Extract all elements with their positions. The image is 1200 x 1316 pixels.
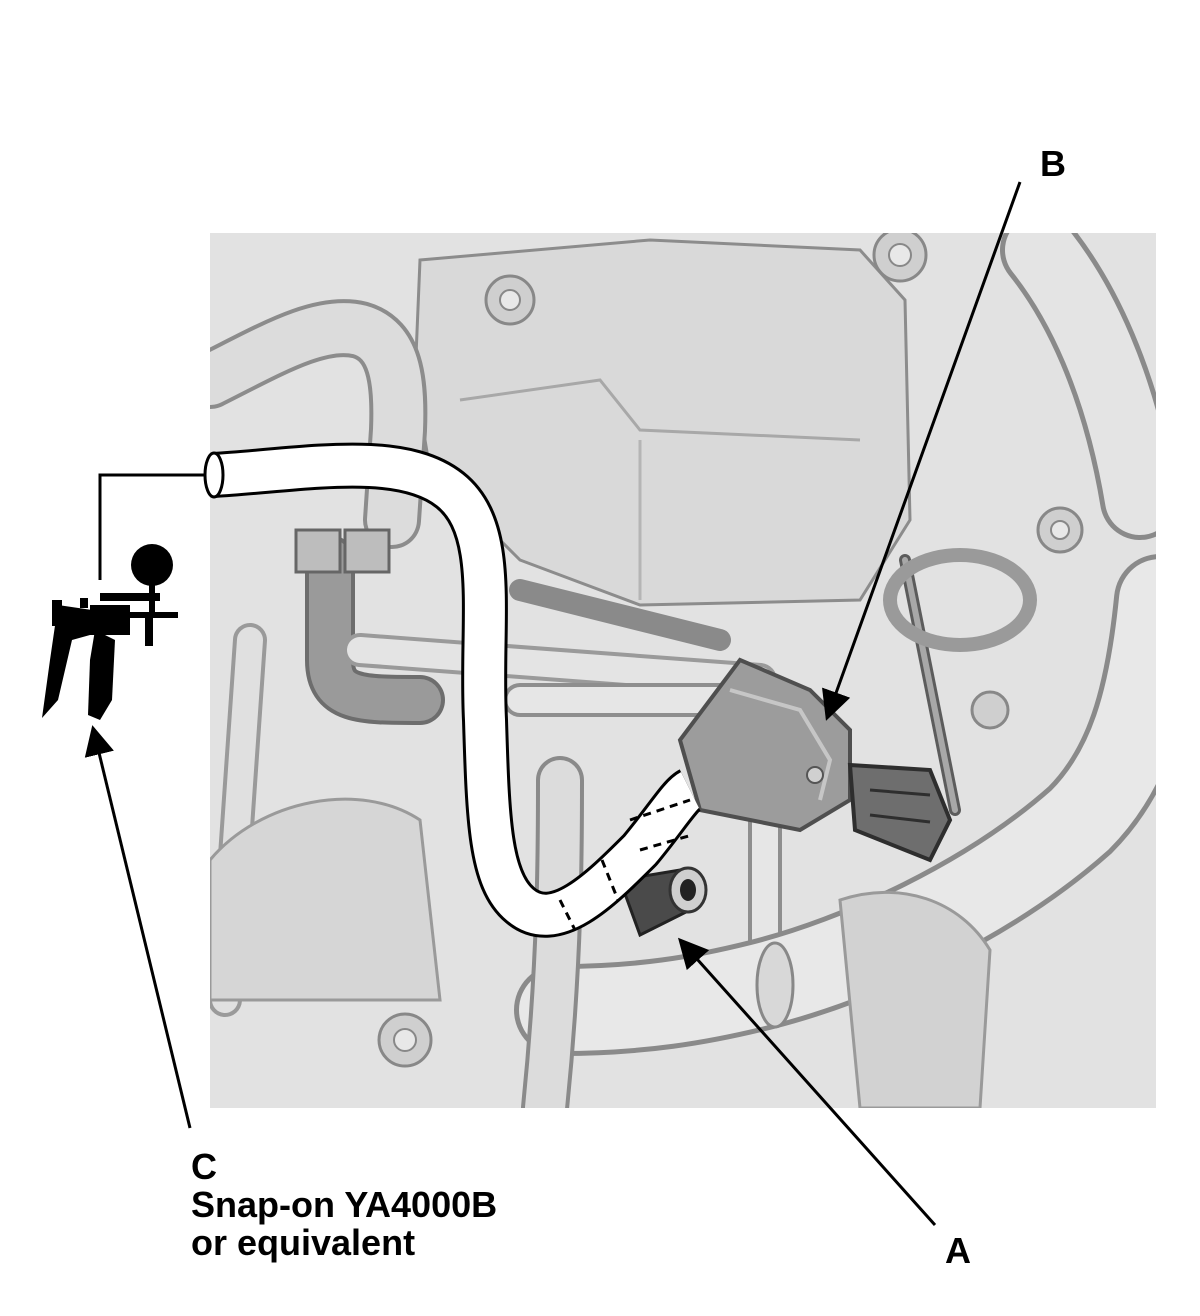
fuel-rail	[347, 637, 773, 693]
hose-hidden-outline	[639, 833, 693, 852]
pump-connection-line	[98, 473, 205, 580]
engine-bay-illustration	[210, 233, 1156, 1108]
coolant-pipe-upper	[210, 303, 424, 545]
hose-hidden-outline	[629, 798, 691, 822]
bolt	[872, 233, 928, 283]
hose-hidden-outline	[600, 859, 620, 901]
vacuum-pump-icon	[42, 544, 178, 720]
bolt	[1036, 506, 1084, 554]
hose-hidden-outline	[558, 899, 577, 931]
lower-housing	[210, 797, 442, 1002]
engine-cover-ridge	[459, 378, 861, 442]
vacuum-hose-icon	[203, 442, 703, 938]
elbow-hose-left	[309, 539, 441, 721]
fuel-rail	[509, 579, 731, 651]
leader-arrow-c	[84, 725, 192, 1129]
purge-solenoid-valve	[677, 657, 953, 863]
callout-b-label: B	[1040, 143, 1066, 184]
wire-harness	[902, 557, 958, 813]
callout-c-label: C	[191, 1146, 217, 1187]
callout-c-equivalent: or equivalent	[191, 1222, 416, 1263]
leader-arrow-a	[677, 937, 937, 1227]
callout-a-label: A	[945, 1230, 971, 1271]
callout-c-tool-name: Snap-on YA4000B	[191, 1184, 498, 1225]
bolt	[484, 274, 536, 326]
bolt	[377, 1012, 433, 1068]
leader-arrow-b	[822, 181, 1022, 721]
lower-housing	[838, 890, 992, 1108]
hose-clamp	[755, 941, 795, 1029]
mount-ring	[883, 548, 1037, 652]
connector	[294, 528, 342, 574]
bolt	[970, 690, 1010, 730]
coolant-pipe-right	[1005, 233, 1156, 535]
connector	[343, 528, 391, 574]
hose-end	[203, 451, 225, 499]
vacuum-port-a	[617, 866, 708, 938]
lower-hose	[525, 760, 580, 1108]
